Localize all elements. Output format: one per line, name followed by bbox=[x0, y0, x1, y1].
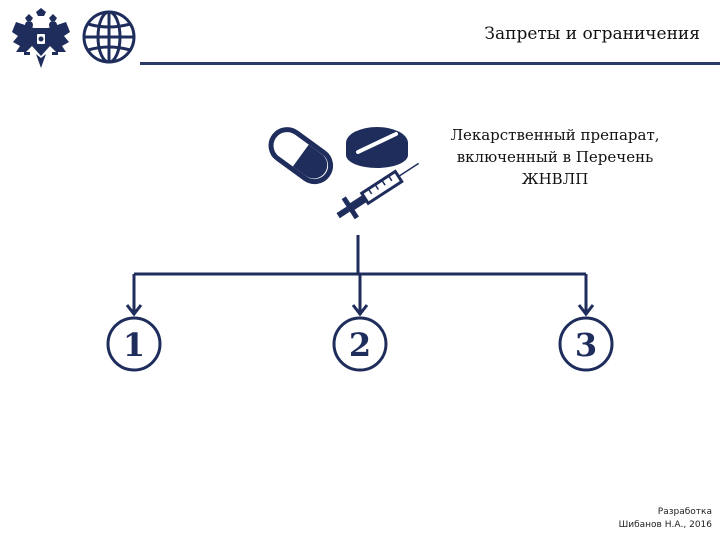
footer-line-1: Разработка bbox=[657, 507, 712, 517]
drug-label-line-2: включенный в Перечень bbox=[456, 148, 654, 166]
capsule-icon bbox=[268, 127, 334, 185]
branch-node-2: 2 bbox=[332, 316, 388, 372]
syringe-icon bbox=[336, 162, 420, 220]
branch-node-1: 1 bbox=[106, 316, 162, 372]
eagle-emblem-icon bbox=[12, 8, 70, 68]
branch-label-2: 2 bbox=[349, 326, 371, 364]
drug-label-line-1: Лекарственный препарат, bbox=[450, 126, 660, 144]
branch-label-3: 3 bbox=[575, 326, 597, 364]
footer-credit: Разработка Шибанов Н.А., 2016 bbox=[619, 506, 712, 532]
drug-label: Лекарственный препарат, включенный в Пер… bbox=[440, 124, 670, 190]
tree-connectors bbox=[125, 235, 595, 317]
tablet-icon bbox=[346, 127, 408, 168]
globe-icon bbox=[82, 10, 136, 64]
drug-label-line-3: ЖНВЛП bbox=[521, 170, 589, 188]
branch-label-1: 1 bbox=[123, 326, 145, 364]
header-divider bbox=[140, 62, 720, 65]
footer-line-2: Шибанов Н.А., 2016 bbox=[618, 520, 712, 530]
page-title: Запреты и ограничения bbox=[484, 24, 700, 44]
branch-node-3: 3 bbox=[558, 316, 614, 372]
